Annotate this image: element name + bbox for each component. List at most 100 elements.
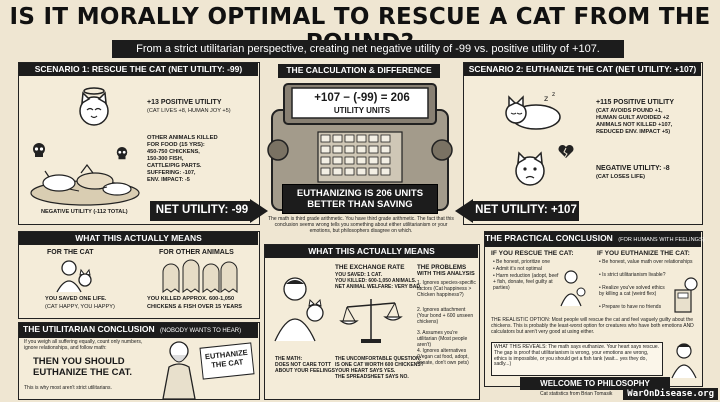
means-left-header: WHAT THIS ACTUALLY MEANS	[19, 232, 258, 245]
means-left-panel: WHAT THIS ACTUALLY MEANS FOR THE CAT FOR…	[18, 231, 260, 319]
s2-positive-line: ANIMALS NOT KILLED +107,	[596, 122, 673, 128]
welcome-text: WELCOME TO PHILOSOPHY	[540, 379, 650, 388]
conclusion-header-note: (NOBODY WANTS TO HEAR)	[159, 328, 242, 334]
person-with-cat-icon	[560, 270, 586, 307]
math-line: ABOUT YOUR FEELINGS	[275, 368, 335, 374]
arrow-left-icon	[455, 199, 579, 223]
s2-net-utility: NET UTILITY: +107	[475, 204, 577, 216]
s1-killed-title: OTHER ANIMALS KILLED FOR FOOD (15 YRS):	[147, 135, 218, 148]
conclusion-footer: This is why most aren't strict utilitari…	[24, 385, 112, 391]
euth-item: • Be honest, value math over relationshi…	[599, 259, 693, 265]
scenario2-panel: SCENARIO 2: EUTHANIZE THE CAT (NET UTILI…	[463, 62, 703, 225]
calc-banner: EUTHANIZING IS 206 UNITS BETTER THAN SAV…	[282, 184, 438, 214]
s1-positive-detail: (CAT LIVES +8, HUMAN JOY +5)	[147, 108, 231, 114]
s1-positive-title: +13 POSITIVE UTILITY	[147, 99, 222, 106]
calculator-person-icon	[674, 277, 698, 313]
rate-line: YOU SAVED: 1 CAT.	[335, 272, 383, 278]
scenario1-header: SCENARIO 1: RESCUE THE CAT (NET UTILITY:…	[19, 63, 258, 76]
question-line: THE SPREADSHEET SAYS NO.	[335, 374, 409, 380]
problem-item: 3. Assumes you're utilitarian (Most peop…	[417, 330, 468, 348]
realistic-text: THE REALISTIC OPTION: Most people will r…	[491, 317, 694, 335]
s1-killed-line: SUFFERING: -107,	[147, 170, 196, 176]
conclusion-header: THE UTILITARIAN CONCLUSION (NOBODY WANTS…	[19, 323, 258, 338]
conclusion-big2: EUTHANIZE THE CAT.	[33, 367, 133, 378]
cat-text2: (CAT HAPPY, YOU HAPPY)	[45, 304, 115, 310]
euth-title: IF YOU EUTHANIZE THE CAT:	[597, 250, 690, 257]
means-center-panel: WHAT THIS ACTUALLY MEANS THE EXCHANGE RA…	[264, 244, 480, 400]
problem-item: 2. Ignores attachment (Your bond + 600 u…	[417, 307, 474, 325]
means-center-header: WHAT THIS ACTUALLY MEANS	[265, 245, 478, 258]
others-text1: YOU KILLED APPROX. 600-1,050	[147, 296, 235, 302]
credit-text: Cat statistics from Brian Tomasik	[540, 391, 613, 397]
practical-header: THE PRACTICAL CONCLUSION (FOR HUMANS WIT…	[485, 232, 705, 247]
question-line: YOUR HEART SAYS YES.	[335, 368, 396, 374]
skull-icon	[116, 147, 128, 160]
thinker-icon	[671, 343, 697, 379]
calc-footnote: The math is third grade arithmetic. You …	[268, 216, 454, 234]
s2-positive-line: (CAT AVOIDS POUND +1,	[596, 108, 663, 114]
arrow-right-icon	[150, 199, 268, 223]
sleeping-cat-icon: z z	[505, 91, 561, 130]
s2-negative-title: NEGATIVE UTILITY: -8	[596, 165, 670, 172]
euthanize-sign: EUTHANIZE THE CAT	[199, 342, 255, 380]
rate-title: THE EXCHANGE RATE	[335, 264, 405, 271]
rescue-title: IF YOU RESCUE THE CAT:	[491, 250, 574, 257]
for-cat-label: FOR THE CAT	[47, 249, 94, 256]
s1-killed-line: ENV. IMPACT: -5	[147, 177, 190, 183]
cat-text1: YOU SAVED ONE LIFE.	[45, 296, 107, 302]
s1-killed-line: 150-300 FISH,	[147, 156, 184, 162]
math-line: THE MATH:	[275, 356, 303, 362]
reveals-text: WHAT THIS REVEALS: The math says euthani…	[494, 344, 659, 368]
conclusion-intro: If you weigh all suffering equally, coun…	[24, 339, 143, 351]
ghost-animals-icon	[162, 259, 238, 293]
s1-net-utility: NET UTILITY: -99	[155, 204, 249, 216]
rescue-item: • Admit it's not optimal	[493, 266, 542, 272]
person-hugging-cat-icon	[56, 260, 92, 293]
math-line: DOES NOT CARE TOTT	[275, 362, 332, 368]
dead-animals-pile-icon	[30, 164, 140, 206]
calc-banner-line1: EUTHANIZING IS 206 UNITS	[296, 188, 424, 199]
practical-header-note: (FOR HUMANS WITH FEELINGS)	[618, 237, 705, 243]
problem-item: 1. Ignores species-specific factors (Cat…	[417, 280, 476, 298]
sad-cat-icon	[515, 151, 545, 186]
svg-text:z: z	[552, 91, 555, 98]
welcome-banner: WELCOME TO PHILOSOPHY	[520, 377, 670, 390]
calc-header: THE CALCULATION & DIFFERENCE	[278, 64, 440, 78]
others-text2: CHICKENS & FISH OVER 15 YEARS	[147, 304, 243, 310]
scale-icon	[339, 299, 403, 343]
s2-positive-line: HUMAN GUILT AVOIDED +2	[596, 115, 670, 121]
euth-item: • Realize you've solved ethics by killin…	[599, 285, 665, 297]
euth-item: • Prepare to have no friends	[599, 304, 662, 310]
practical-panel: THE PRACTICAL CONCLUSION (FOR HUMANS WIT…	[484, 231, 705, 387]
calc-equation: +107 − (-99) = 206	[314, 92, 410, 104]
s2-positive-line: REDUCED ENV. IMPACT +5)	[596, 129, 671, 135]
person-holding-cat-icon	[274, 277, 324, 342]
question-line: THE UNCOMFORTABLE QUESTION:	[335, 356, 422, 362]
problem-item: 4. Ignores alternatives (Vegan cat food,…	[417, 348, 469, 366]
s1-killed-line: CATTLE/PIG PARTS.	[147, 163, 202, 169]
rate-line: YOU KILLED: 600-1,050 ANIMALS.	[335, 278, 417, 284]
for-others-label: FOR OTHER ANIMALS	[159, 249, 234, 256]
rescue-item: • Be honest, prioritize one	[493, 259, 551, 265]
conclusion-panel: THE UTILITARIAN CONCLUSION (NOBODY WANTS…	[18, 322, 260, 400]
calc-banner-line2: BETTER THAN SAVING	[307, 199, 413, 211]
scenario2-header: SCENARIO 2: EUTHANIZE THE CAT (NET UTILI…	[464, 63, 701, 76]
s2-positive-title: +115 POSITIVE UTILITY	[596, 99, 674, 106]
s1-negative-label: NEGATIVE UTILITY (-112 TOTAL)	[41, 209, 128, 215]
subtitle: From a strict utilitarian perspective, c…	[112, 40, 624, 58]
conclusion-header-title: THE UTILITARIAN CONCLUSION	[23, 324, 155, 334]
practical-header-title: THE PRACTICAL CONCLUSION	[485, 233, 613, 243]
skull-icon	[33, 143, 45, 157]
reveals-box: WHAT THIS REVEALS: The math says euthani…	[491, 342, 663, 376]
conclusion-big1: THEN YOU SHOULD	[33, 356, 125, 367]
s2-negative-detail: (CAT LOSES LIFE)	[596, 174, 645, 180]
question-line: IS ONE CAT WORTH 600 CHICKENS?	[335, 362, 424, 368]
problems-title: THE PROBLEMS	[417, 264, 467, 271]
svg-text:z: z	[544, 94, 548, 103]
keypad-icon	[320, 134, 391, 176]
watermark: WarOnDisease.org	[623, 388, 718, 400]
broken-heart-icon	[558, 144, 574, 158]
philosopher-icon	[162, 341, 196, 400]
rate-line: NET ANIMAL WELFARE: VERY BAD.	[335, 284, 422, 290]
